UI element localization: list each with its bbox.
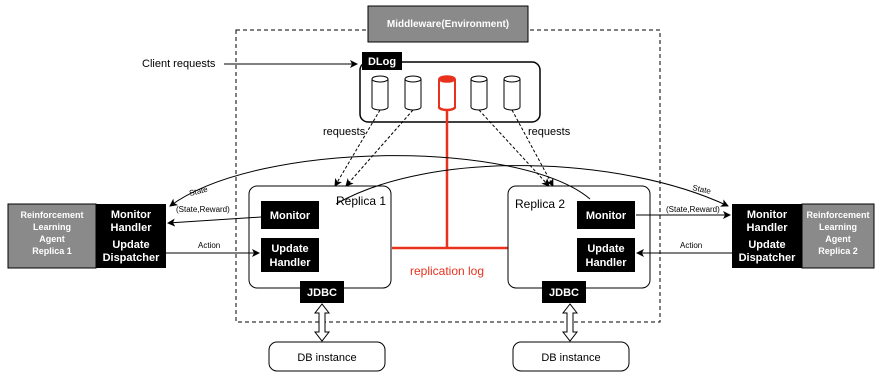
left-rl-agent-line3: Agent <box>39 234 65 244</box>
replica1-title: Replica 1 <box>336 194 386 208</box>
replica2-update-handler-box <box>577 238 635 272</box>
log-cylinder-4 <box>470 75 488 111</box>
requests-label-right: requests <box>528 126 571 138</box>
middleware-label-box <box>367 5 529 43</box>
replica1-update-handler-line2: Handler <box>270 257 312 269</box>
replica2-db-label: DB instance <box>541 352 600 364</box>
state-arc-replica1-to-right <box>335 165 729 207</box>
right-rl-agent-line3: Agent <box>825 234 851 244</box>
replica1-db-instance <box>268 341 386 372</box>
log-cylinder-2 <box>404 75 422 111</box>
middleware-label: Middleware(Environment) <box>387 19 509 30</box>
right-state-label: State <box>692 183 713 196</box>
client-requests-label: Client requests <box>142 58 216 70</box>
request-arrow-2 <box>345 109 414 187</box>
left-rl-agent-box <box>7 203 97 269</box>
right-update-dispatcher-line2: Dispatcher <box>739 252 797 264</box>
request-arrow-4 <box>511 109 554 187</box>
dlog-label-box <box>362 52 402 70</box>
replica2-update-handler-line1: Update <box>587 243 624 255</box>
replica1-monitor-box <box>261 201 319 229</box>
replica2-monitor-box <box>577 201 635 229</box>
left-update-dispatcher-line2: Dispatcher <box>103 252 161 264</box>
right-monitor-handler-line1: Monitor <box>747 209 788 221</box>
right-update-dispatcher-line1: Update <box>748 239 785 251</box>
replica1-db-label: DB instance <box>297 352 356 364</box>
replica2-jdbc-label: JDBC <box>549 287 579 299</box>
left-handler-box <box>96 204 166 268</box>
left-monitor-handler-line2: Handler <box>111 222 153 234</box>
left-rl-agent-line4: Replica 1 <box>32 246 72 256</box>
replica2-monitor-label: Monitor <box>586 210 627 222</box>
left-monitor-handler-line1: Monitor <box>111 209 152 221</box>
left-state-reward-label: (State,Reward) <box>176 205 230 214</box>
replica1-update-handler-box <box>261 238 319 272</box>
right-handler-box <box>732 204 802 268</box>
right-rl-agent-box <box>801 203 875 269</box>
replica2-title: Replica 2 <box>515 197 565 211</box>
request-arrow-1 <box>334 109 381 187</box>
replica2-jdbc-box <box>542 281 586 303</box>
replica2-db-instance <box>512 341 630 372</box>
right-state-reward-label: (State,Reward) <box>666 205 720 214</box>
right-action-label: Action <box>680 241 702 250</box>
log-cylinder-1 <box>371 75 389 111</box>
left-rl-agent-line2: Learning <box>33 222 71 232</box>
left-state-label: State <box>188 185 209 198</box>
replica1-monitor-label: Monitor <box>270 210 311 222</box>
replica2-update-handler-line2: Handler <box>586 257 628 269</box>
requests-label-left: requests <box>323 126 366 138</box>
dlog-label: DLog <box>368 56 396 68</box>
left-monitor-to-handler-arrow <box>167 216 262 227</box>
left-update-dispatcher-line1: Update <box>112 239 149 251</box>
log-cylinder-red <box>437 75 457 112</box>
left-rl-agent-line1: Reinforcement <box>20 210 83 220</box>
replica1-jdbc-box <box>300 281 344 303</box>
log-cylinder-5 <box>503 75 521 111</box>
replica1-db-double-arrow <box>313 303 331 342</box>
right-rl-agent-line4: Replica 2 <box>818 246 858 256</box>
left-action-label: Action <box>198 241 220 250</box>
state-arc-replica2-to-left <box>169 155 591 207</box>
right-rl-agent-line2: Learning <box>819 222 857 232</box>
replica1-jdbc-label: JDBC <box>307 287 337 299</box>
replica2-db-double-arrow <box>561 303 579 342</box>
right-rl-agent-line1: Reinforcement <box>806 210 869 220</box>
replication-log-label: replication log <box>410 264 484 278</box>
right-monitor-handler-line2: Handler <box>747 222 789 234</box>
replica1-update-handler-line1: Update <box>271 243 308 255</box>
